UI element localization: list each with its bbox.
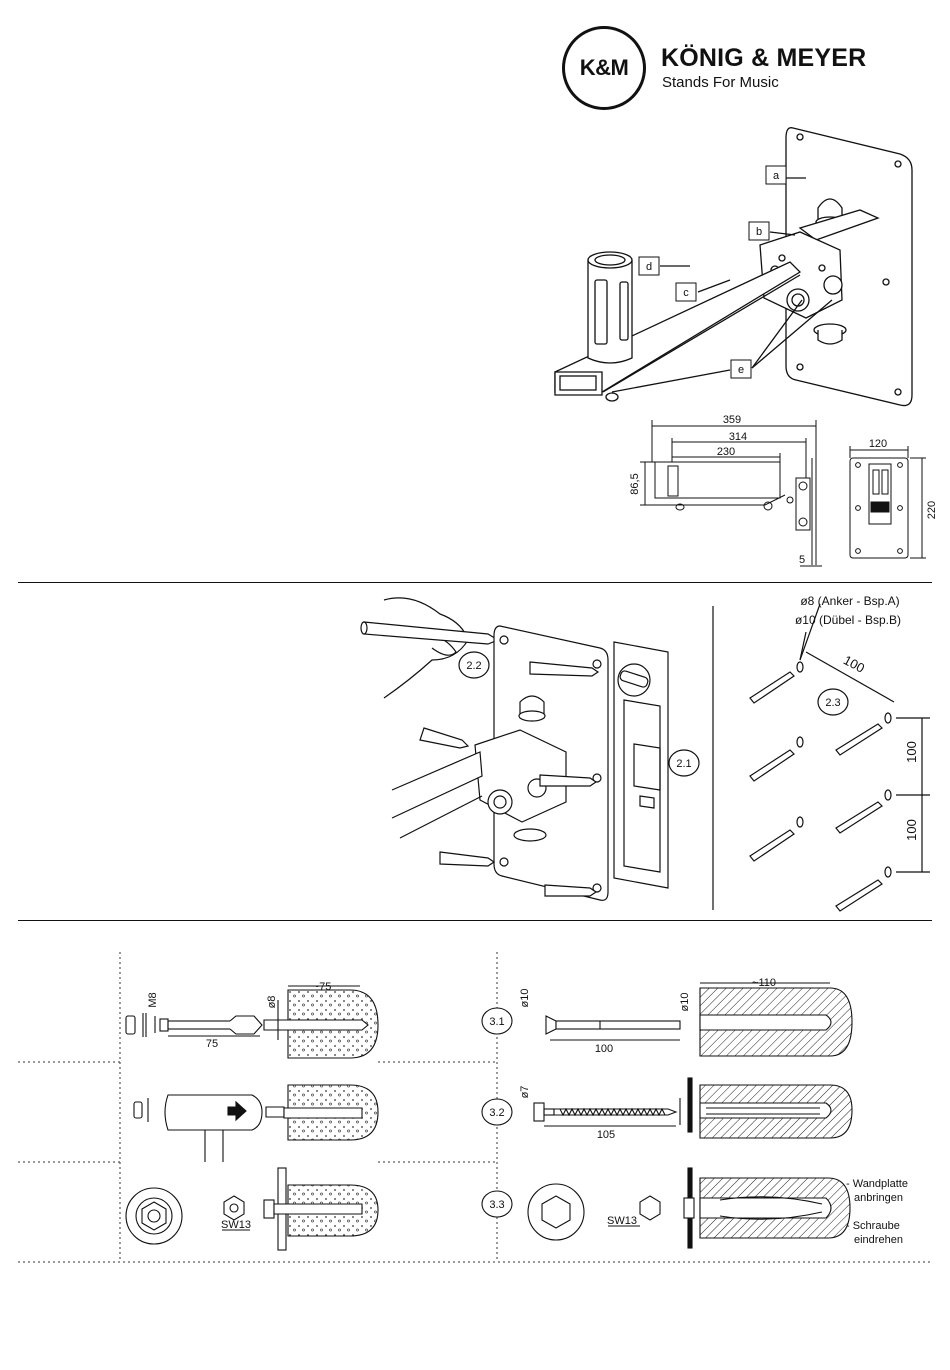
dowel-hole-depth: ~110 <box>752 977 776 989</box>
anchor-hole-dia: ø8 <box>266 996 278 1009</box>
dim-230: 230 <box>717 446 735 458</box>
plate-front-view <box>850 446 926 558</box>
screw2-dia: ø7 <box>519 1086 531 1099</box>
note-screw-in-line-2: eindrehen <box>846 1233 903 1247</box>
part-label-e: e <box>738 364 744 376</box>
part-label-d: d <box>646 261 652 273</box>
dim-220: 220 <box>926 501 938 519</box>
step-2-3: 2.3 <box>825 697 840 709</box>
dim-314: 314 <box>729 431 747 443</box>
step-3-2: 3.2 <box>489 1107 504 1119</box>
bolt-thread: M8 <box>147 992 159 1007</box>
spacing-vertical-1: 100 <box>904 741 919 763</box>
dowel-hole-dia: ø10 <box>679 993 691 1012</box>
step-2-1: 2.1 <box>676 758 691 770</box>
spacing-vertical-2: 100 <box>904 819 919 841</box>
part-label-c: c <box>683 287 689 299</box>
anchor-hole-note: ø8 (Anker - Bsp.A) <box>800 594 899 608</box>
step-3-1: 3.1 <box>489 1016 504 1028</box>
dim-120: 120 <box>869 438 887 450</box>
screw2-length: 105 <box>597 1129 615 1141</box>
dim-359: 359 <box>723 414 741 426</box>
step-3-3: 3.3 <box>489 1199 504 1211</box>
note-mount-plate-line-2: anbringen <box>846 1191 908 1205</box>
note-mount-plate: - Wandplatte anbringen <box>846 1177 908 1205</box>
dowel-hole-note: ø10 (Dübel - Bsp.B) <box>795 613 901 627</box>
anchor-method-drawings <box>126 986 378 1250</box>
drill-pattern <box>750 604 930 911</box>
dowel-screw-length: 100 <box>595 1043 613 1055</box>
note-screw-in: - Schraube eindrehen <box>846 1219 903 1247</box>
note-mount-plate-line-1: - Wandplatte <box>846 1177 908 1191</box>
dim-5: 5 <box>799 554 805 566</box>
dowel-wrench-size: SW13 <box>607 1215 637 1227</box>
anchor-wrench-size: SW13 <box>221 1219 251 1231</box>
bolt-length: 75 <box>206 1038 218 1050</box>
dowel-method-drawings <box>528 983 852 1248</box>
spacing-diagonal: 100 <box>841 652 867 675</box>
part-label-b: b <box>756 226 762 238</box>
step-2-2: 2.2 <box>466 660 481 672</box>
dowel-screw-dia: ø10 <box>519 989 531 1008</box>
note-screw-in-line-1: - Schraube <box>846 1219 903 1233</box>
part-label-a: a <box>773 170 780 182</box>
marking-illustration <box>361 598 668 900</box>
dim-86-5: 86,5 <box>629 473 641 494</box>
anchor-hole-depth: ~75 <box>313 981 332 993</box>
